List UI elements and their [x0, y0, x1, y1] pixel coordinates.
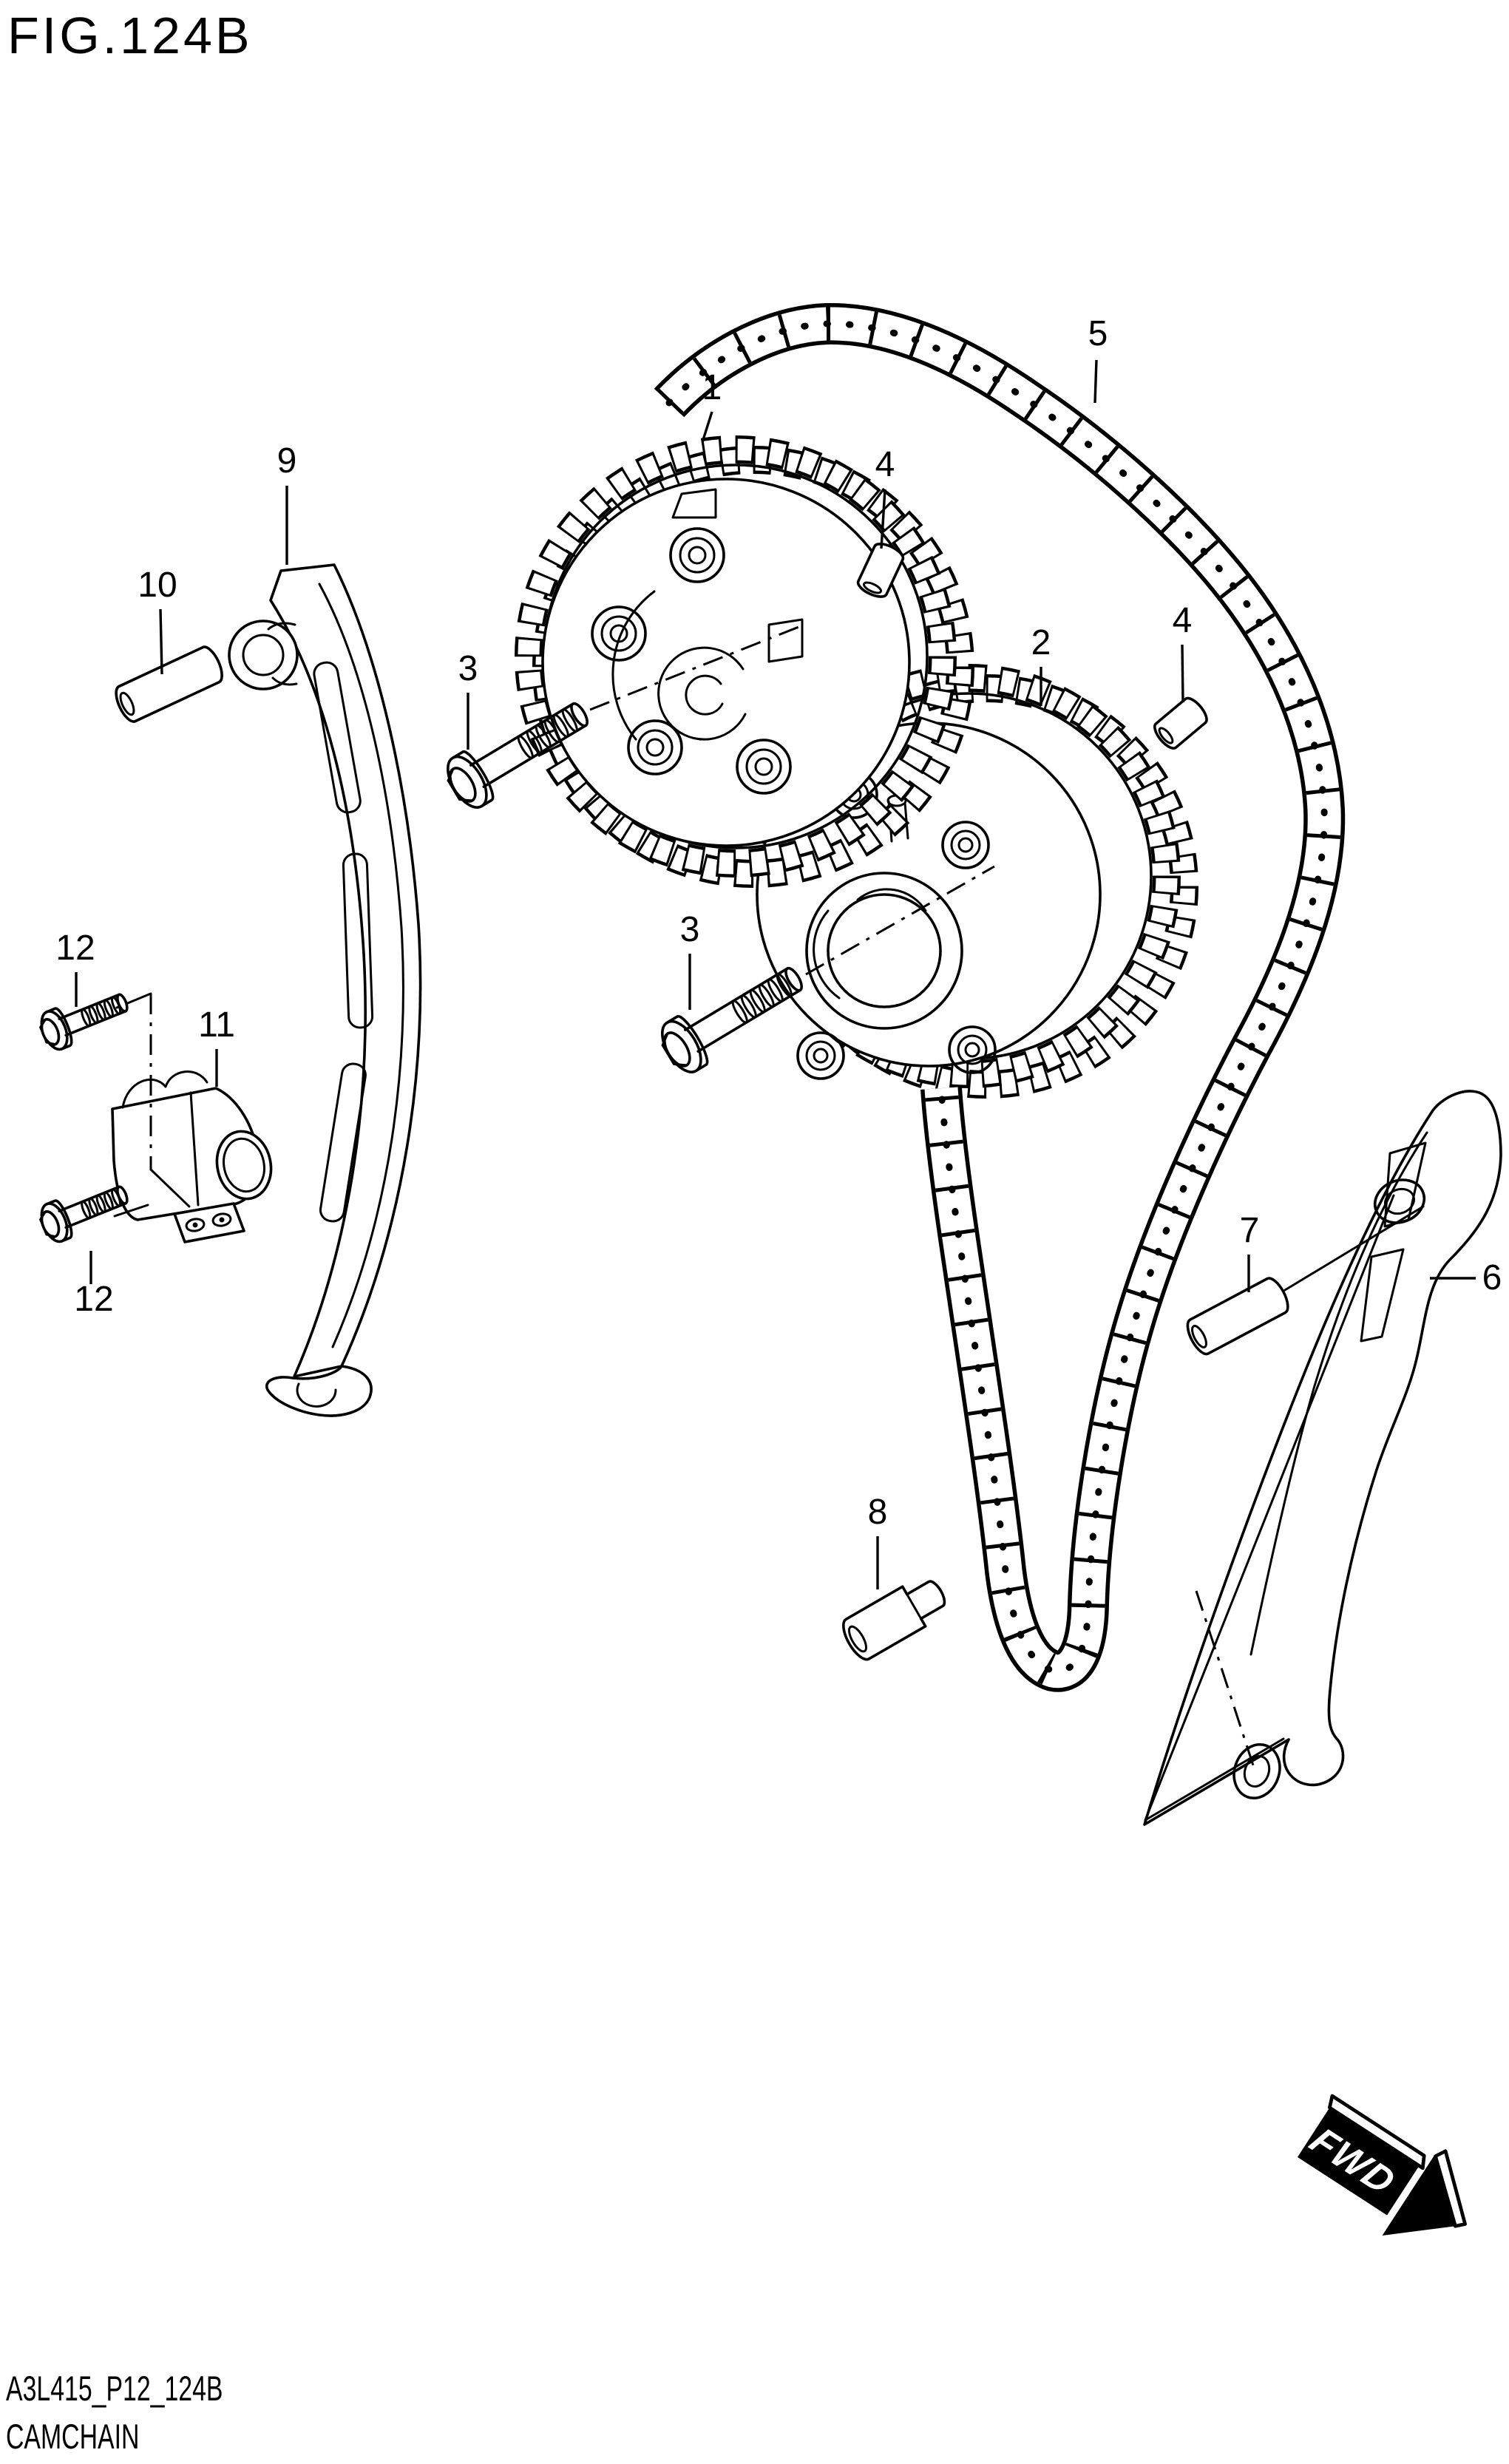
callout-label-9: 9 [277, 441, 297, 481]
pin-8 [842, 1580, 946, 1661]
chain-tensioner [111, 992, 273, 1243]
callout-label-5: 5 [1088, 314, 1108, 353]
callout-label-12: 12 [74, 1280, 113, 1319]
callout-label-6: 6 [1482, 1258, 1502, 1297]
pin-4b [1153, 696, 1208, 750]
callout-label-12: 12 [55, 929, 95, 968]
callout-label-8: 8 [868, 1493, 888, 1532]
callout-label-7: 7 [1240, 1211, 1260, 1250]
callout-label-11: 11 [198, 1005, 235, 1045]
callout-label-4: 4 [1173, 601, 1193, 640]
fwd-arrow: FWD [1297, 2094, 1467, 2236]
camshaft-sprocket-exhaust [756, 664, 1198, 1099]
camshaft-sprocket-intake [515, 435, 974, 888]
tensioner-bolt-1 [34, 981, 135, 1055]
sprocket2-bolt-bosses [796, 770, 997, 1080]
callout-leader-4 [1181, 644, 1184, 703]
pin-10 [115, 645, 223, 723]
callout-label-1: 1 [702, 368, 722, 407]
callout-label-2: 2 [1031, 623, 1051, 662]
figure-caption: CAMCHAIN [6, 2417, 139, 2457]
pin-7 [1186, 1277, 1289, 1356]
sprocket-bolt-2 [652, 951, 814, 1081]
callout-leader-4 [880, 489, 886, 549]
callout-label-4: 4 [875, 445, 895, 484]
callout-label-10: 10 [138, 566, 177, 605]
cam-chain [654, 302, 1346, 1692]
tensioner-bolt-2 [34, 1173, 135, 1247]
figure-title: FIG.124B [7, 7, 253, 64]
chain-guide [228, 563, 422, 1417]
callout-label-3: 3 [680, 910, 700, 949]
callout-leader-1 [701, 411, 713, 443]
callout-label-3: 3 [458, 649, 478, 688]
callout-labels: 1 5 4 9 10 3 2 4 12 11 3 7 6 12 8 [55, 314, 1502, 1589]
callout-leader-10 [159, 608, 163, 675]
drawing-code: A3L415_P12_124B [6, 2369, 223, 2409]
sprocket1-bolt-bosses [591, 527, 792, 795]
chain-guide-no2 [1143, 1090, 1502, 1826]
callout-leader-5 [1093, 359, 1098, 404]
